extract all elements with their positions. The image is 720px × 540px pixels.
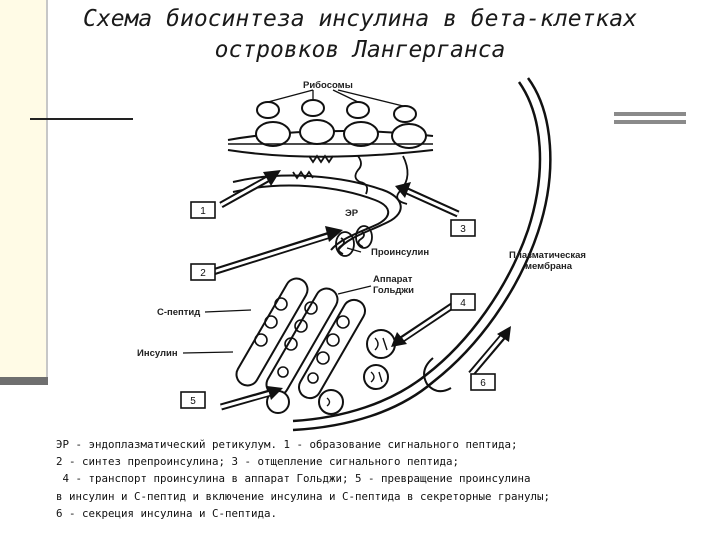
proinsulin-label: Проинсулин	[371, 247, 429, 258]
ribosome-small-4	[393, 105, 417, 123]
membrane-label-line2: мембрана	[525, 261, 573, 272]
arrow-heads	[263, 170, 511, 400]
membrane-label-line1: Плазматическая	[509, 250, 586, 261]
step-boxes	[180, 201, 496, 409]
decor-line-right-2	[614, 120, 686, 124]
exocytosis-vesicle	[423, 357, 452, 393]
caption-line-1: ЭР - эндоплазматический ретикулум. 1 - о…	[56, 438, 518, 451]
proinsulin-molecules	[335, 225, 373, 257]
figure-caption: ЭР - эндоплазматический ретикулум. 1 - о…	[56, 436, 696, 522]
ribosome-small-1	[256, 101, 280, 119]
ribosomes	[255, 99, 427, 149]
insulin-label: Инсулин	[137, 348, 178, 359]
granule-contents	[326, 337, 388, 407]
ribosome-small-2	[301, 99, 325, 117]
step-3-label: 3	[460, 224, 466, 235]
golgi-label-line1: Аппарат	[373, 274, 413, 285]
title-line-2: островков Лангерганса	[214, 37, 506, 63]
caption-line-2: 2 - синтез препроинсулина; 3 - отщеплени…	[56, 455, 460, 469]
golgi-label-line2: Гольджи	[373, 285, 414, 296]
left-decor-edge	[46, 0, 48, 385]
decor-line-right	[614, 112, 686, 116]
secretory-granules	[266, 329, 396, 415]
ribosome-large-3	[343, 121, 379, 147]
ribosome-large-2	[299, 119, 335, 145]
caption-line-3: 4 - транспорт проинсулина в аппарат Голь…	[56, 472, 531, 486]
er-label: ЭР	[345, 208, 359, 219]
step-4-label: 4	[460, 298, 466, 309]
ribosome-small-3	[346, 101, 370, 119]
label-pointers	[182, 247, 372, 354]
step-6-label: 6	[480, 378, 486, 389]
caption-line-4: в инсулин и С-пептид и включение инсулин…	[56, 489, 551, 503]
plasma-membrane	[292, 77, 552, 432]
step-5-label: 5	[190, 396, 196, 407]
ribosome-large-1	[255, 121, 291, 147]
left-decor-bar	[0, 0, 46, 385]
process-arrows-inner	[212, 175, 505, 409]
caption-line-5: 6 - секреция инсулина и С-пептида.	[56, 506, 278, 520]
ribosome-large-4	[391, 123, 427, 149]
step-1-label: 1	[200, 206, 206, 217]
insulin-biosynthesis-diagram: 1 2 3 4 5 6 Рибосомы ЭР Проинсулин Аппар…	[133, 72, 608, 437]
decor-line-left	[30, 118, 134, 120]
slide-title: Схема биосинтеза инсулина в бета-клетках…	[0, 4, 720, 66]
title-line-1: Схема биосинтеза инсулина в бета-клетках	[83, 6, 637, 32]
c-peptide-label: С-пептид	[157, 307, 200, 318]
ribosomes-label: Рибосомы	[303, 80, 353, 91]
step-2-label: 2	[200, 268, 206, 279]
ribosome-pointer-lines	[228, 89, 433, 145]
left-decor-bottom	[0, 377, 48, 385]
golgi-granules	[254, 297, 350, 384]
